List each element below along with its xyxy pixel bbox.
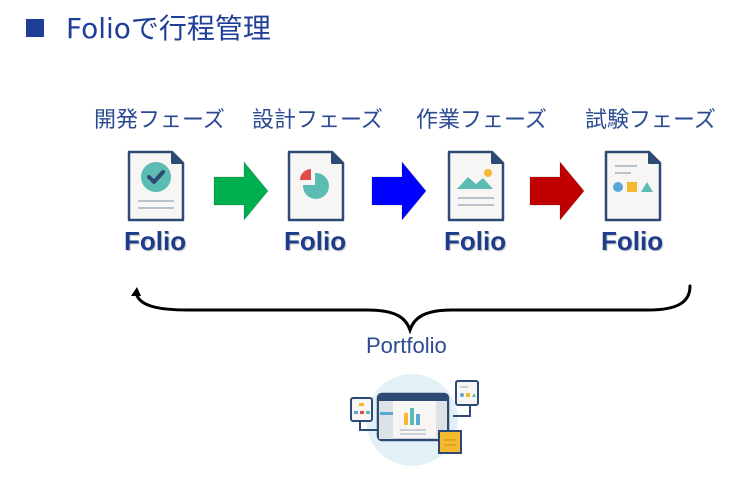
red-arrow-icon bbox=[529, 160, 585, 222]
portfolio-label: Portfolio bbox=[366, 333, 447, 358]
green-arrow-icon bbox=[213, 160, 269, 222]
folio-label: Folio bbox=[601, 226, 664, 256]
phase-label-work: 作業フェーズ bbox=[416, 108, 547, 133]
folio-label: Folio bbox=[284, 226, 347, 256]
slide-title: Folioで行程管理 bbox=[26, 9, 271, 45]
phase-label-test: 試験フェーズ bbox=[585, 108, 716, 133]
folio-label: Folio bbox=[124, 226, 187, 256]
blue-arrow-icon bbox=[371, 160, 427, 222]
grouping-brace bbox=[131, 284, 692, 334]
document-pie-chart-icon bbox=[287, 150, 345, 222]
phase-label-design: 設計フェーズ bbox=[252, 108, 383, 133]
title-text: Folioで行程管理 bbox=[66, 12, 271, 45]
portfolio-dashboard-icon bbox=[350, 374, 479, 466]
folio-label: Folio bbox=[444, 226, 507, 256]
title-bullet-icon bbox=[26, 19, 44, 37]
document-image-icon bbox=[447, 150, 505, 222]
phase-label-development: 開発フェーズ bbox=[94, 108, 225, 133]
document-checkmark-icon bbox=[127, 150, 185, 222]
document-shapes-icon bbox=[604, 150, 662, 222]
